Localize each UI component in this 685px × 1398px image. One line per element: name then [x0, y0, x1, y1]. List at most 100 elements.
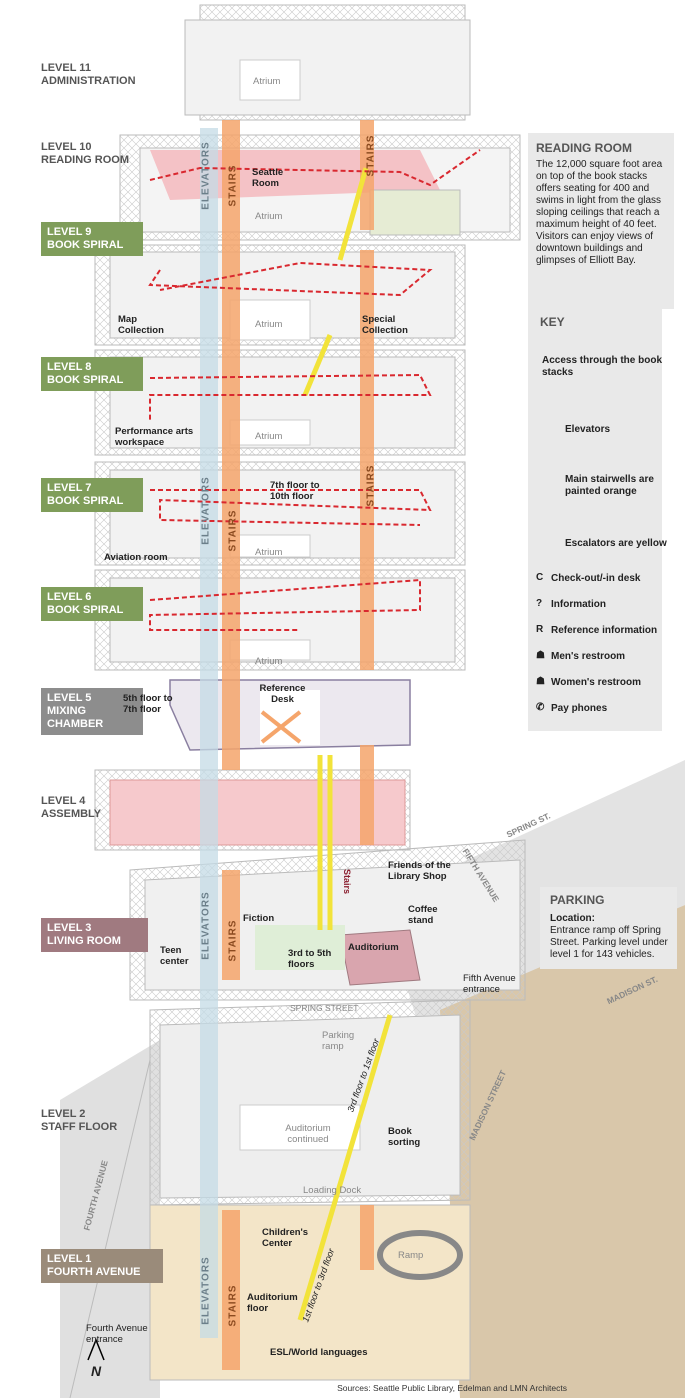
performance-label: Performance arts workspace — [115, 426, 194, 448]
key-elevators: Elevators — [565, 424, 611, 435]
atrium-label: Atrium — [255, 656, 283, 667]
key-box: KEY — [528, 303, 662, 731]
level-11-label: LEVEL 11 ADMINISTRATION — [41, 62, 136, 88]
key-book-stacks: Access through the book stacks — [542, 355, 663, 378]
stairs-label: STAIRS — [227, 164, 239, 207]
level-name: BOOK SPIRAL — [47, 374, 124, 386]
level-number: LEVEL 4 — [41, 795, 86, 807]
reading-room-title: READING ROOM — [536, 141, 632, 155]
fourth-ave-entrance-label: Fourth Avenue entrance — [86, 1323, 148, 1345]
elevators-label: ELEVATORS — [200, 891, 212, 960]
stairs-label: STAIRS — [227, 509, 239, 552]
key-escalators: Escalators are yellow — [565, 538, 667, 549]
stairs-label: STAIRS — [365, 464, 377, 507]
fiction-label: Fiction — [243, 913, 275, 924]
parking-title: PARKING — [550, 893, 605, 907]
seventh-tenth-label: 7th floor to 10th floor — [270, 480, 320, 502]
level-number: LEVEL 11 — [41, 62, 91, 74]
loading-dock-label: Loading Dock — [303, 1185, 362, 1196]
level-1-label: LEVEL 1 FOURTH AVENUE — [41, 1249, 163, 1283]
spring-street-label: SPRING STREET — [290, 1003, 359, 1013]
level-number: LEVEL 10 — [41, 141, 92, 153]
esl-label: ESL/World languages — [270, 1347, 368, 1358]
level-number: LEVEL 3 — [47, 922, 92, 934]
coffee-stand-label: Coffee stand — [408, 904, 438, 926]
elevator-shaft — [200, 128, 218, 1338]
level-6-label: LEVEL 6 BOOK SPIRAL — [41, 587, 143, 621]
level-name: ADMINISTRATION — [41, 75, 136, 87]
teen-center-label: Teen center — [160, 945, 189, 967]
key-checkout: Check-out/-in desk — [551, 573, 641, 584]
north-label: N — [91, 1363, 102, 1379]
elevators-label: ELEVATORS — [200, 141, 212, 210]
auditorium-label: Auditorium — [348, 942, 399, 953]
level-number: LEVEL 1 — [47, 1253, 92, 1265]
level-name: BOOK SPIRAL — [47, 495, 124, 507]
level-10-label: LEVEL 10 READING ROOM — [41, 141, 129, 167]
level-5-label: LEVEL 5 MIXING CHAMBER — [41, 688, 143, 735]
level-number: LEVEL 9 — [47, 226, 92, 238]
elevators-label: ELEVATORS — [200, 476, 212, 545]
parking-box: PARKING Location: Entrance ramp off Spri… — [540, 887, 677, 969]
reading-room-text: The 12,000 square foot area on top of th… — [536, 159, 663, 266]
north-arrow — [87, 1337, 105, 1361]
parking-text: Entrance ramp off Spring Street. Parking… — [550, 925, 668, 960]
level-name: FOURTH AVENUE — [47, 1266, 141, 1278]
level-9-label: LEVEL 9 BOOK SPIRAL — [41, 222, 143, 256]
level-2-floor — [149, 999, 471, 1206]
checkout-icon: C — [536, 572, 544, 583]
level-8-label: LEVEL 8 BOOK SPIRAL — [41, 357, 143, 391]
level-6-floor — [94, 569, 466, 671]
book-sorting-label: Book sorting — [388, 1126, 421, 1148]
third-fifth-label: 3rd to 5th floors — [288, 948, 332, 970]
level-name: BOOK SPIRAL — [47, 239, 124, 251]
level-name: BOOK SPIRAL — [47, 604, 124, 616]
atrium-label: Atrium — [253, 76, 281, 87]
reference-icon: R — [536, 624, 544, 635]
escalators — [297, 167, 393, 1321]
level-7-label: LEVEL 7 BOOK SPIRAL — [41, 478, 143, 512]
pay-phone-icon: ✆ — [536, 702, 545, 713]
elevators-label: ELEVATORS — [200, 1256, 212, 1325]
level-name: STAFF FLOOR — [41, 1121, 118, 1133]
stairs-label: STAIRS — [227, 1284, 239, 1327]
level-3-label: LEVEL 3 LIVING ROOM — [41, 918, 148, 952]
seattle-room-label: Seattle Room — [252, 167, 284, 189]
auditorium-floor-label: Auditorium floor — [247, 1292, 298, 1314]
key-title: KEY — [540, 315, 565, 329]
key-reference: Reference information — [551, 625, 658, 636]
sources: Sources: Seattle Public Library, Edelman… — [337, 1383, 567, 1393]
level-11-floor — [184, 4, 471, 121]
parking-location-label: Location: — [550, 913, 595, 924]
childrens-center-label: Children's Center — [262, 1227, 309, 1249]
atrium-label: Atrium — [255, 431, 283, 442]
special-collection-label: Special Collection — [362, 314, 408, 336]
mens-restroom-icon: ☗ — [536, 650, 545, 661]
level-name: READING ROOM — [41, 154, 129, 166]
stairs-small-label: Stairs — [342, 868, 353, 895]
stairs-label: STAIRS — [227, 919, 239, 962]
main-stairwells — [222, 120, 374, 1370]
level-name: LIVING ROOM — [47, 935, 121, 947]
atrium-label: Atrium — [255, 547, 283, 558]
womens-restroom-icon: ☗ — [536, 676, 545, 687]
fifth-ave-entrance-label: Fifth Avenue entrance — [463, 973, 516, 995]
information-icon: ? — [536, 598, 543, 609]
aviation-room-label: Aviation room — [104, 552, 168, 563]
fifth-seventh-label: 5th floor to 7th floor — [123, 693, 173, 715]
stairs-label: STAIRS — [365, 134, 377, 177]
level-number: LEVEL 5 — [47, 692, 92, 704]
level-number: LEVEL 6 — [47, 591, 92, 603]
book-stack-routes — [148, 149, 481, 631]
friends-shop-label: Friends of the Library Shop — [388, 860, 451, 882]
reading-room-box: READING ROOM The 12,000 square foot area… — [528, 133, 674, 309]
atrium-label: Atrium — [255, 211, 283, 222]
level-4-label: LEVEL 4 ASSEMBLY — [41, 795, 101, 821]
level-2-label: LEVEL 2 STAFF FLOOR — [41, 1108, 117, 1134]
level-number: LEVEL 2 — [41, 1108, 86, 1120]
key-phones: Pay phones — [551, 703, 608, 714]
level-name: ASSEMBLY — [41, 808, 102, 820]
key-womens: Women's restroom — [551, 677, 641, 688]
level-number: LEVEL 7 — [47, 482, 92, 494]
